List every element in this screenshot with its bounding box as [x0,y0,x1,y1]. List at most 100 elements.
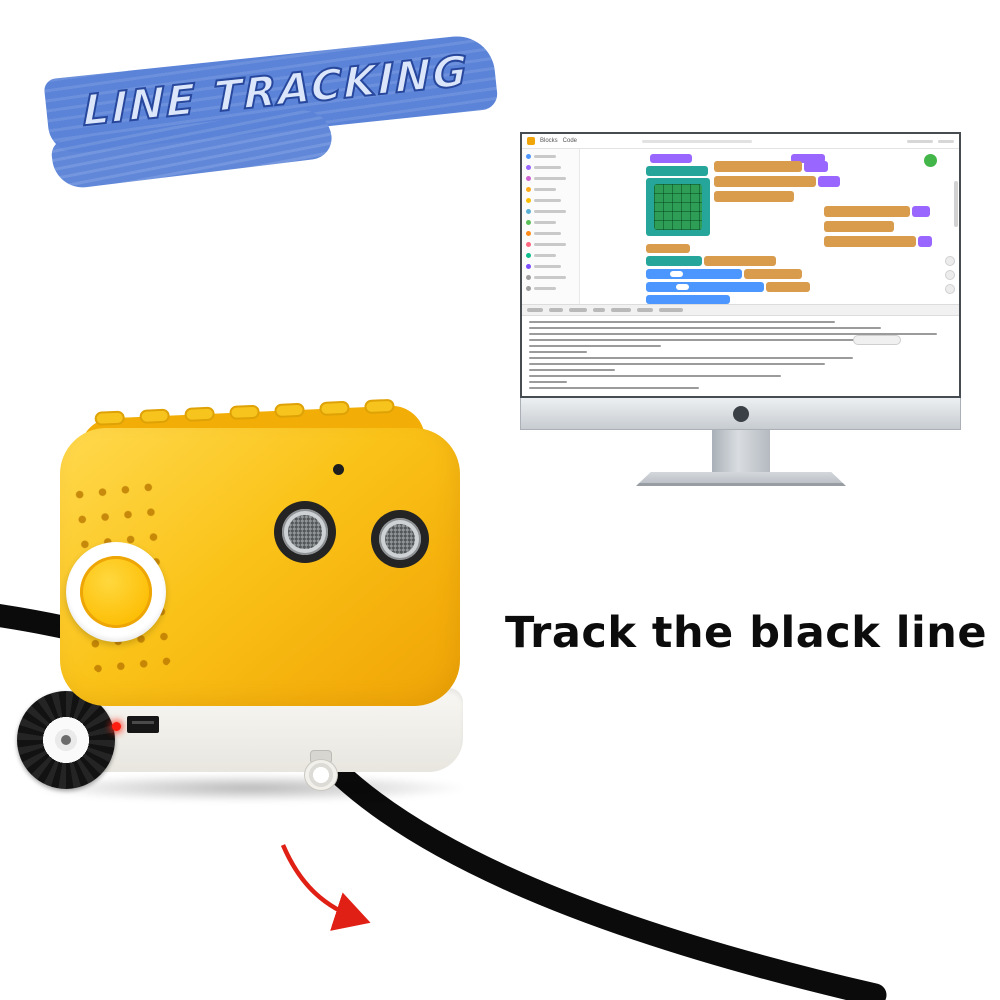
console-tab[interactable] [659,308,683,312]
lid-stud [319,400,350,417]
console-tabs[interactable] [522,305,959,316]
console-tab[interactable] [593,308,605,312]
category-label [534,254,556,257]
code-block [646,282,764,292]
category-label [534,221,556,224]
console-tab[interactable] [569,308,587,312]
code-block [766,282,810,292]
code-block [646,269,742,279]
eye-ring [378,517,422,561]
robot-caster-wheel [297,750,345,794]
category-icon [526,231,531,236]
lid-stud [94,410,125,426]
code-block [646,295,730,304]
category-label [534,166,561,169]
robot-led [112,722,121,731]
eye-mesh [288,515,322,549]
code-block [804,161,828,172]
category-icon [526,198,531,203]
sidebar-category[interactable] [522,173,579,184]
code-block [646,256,702,266]
console-log-line [529,351,587,353]
console-log-line [529,363,825,365]
sidebar-category[interactable] [522,151,579,162]
console-log-line [529,387,699,389]
topbar-button[interactable] [938,139,954,143]
sidebar-category[interactable] [522,228,579,239]
eye-ring [282,509,328,555]
code-block [676,284,689,290]
sidebar-category[interactable] [522,206,579,217]
zoom-buttons[interactable] [945,256,955,294]
category-icon [526,264,531,269]
tab-blocks[interactable]: Blocks [540,138,558,144]
console-log-line [529,339,897,341]
category-icon [526,176,531,181]
console-log-line [529,369,615,371]
robot-port [127,716,159,733]
red-arrow [280,844,371,931]
code-block [714,191,794,202]
code-block [646,244,690,253]
monitor: Blocks Code [520,132,965,492]
code-block [918,236,932,247]
code-block [818,176,840,187]
category-icon [526,187,531,192]
code-block [744,269,802,279]
code-block [824,206,910,217]
lid-stud [184,406,215,422]
ide-sidebar[interactable] [522,149,580,304]
console-tab[interactable] [611,308,631,312]
lid-stud [364,398,395,415]
category-icon [526,154,531,159]
category-icon [526,275,531,280]
category-label [534,287,556,290]
robot-side-button [66,542,166,642]
sidebar-category[interactable] [522,217,579,228]
tab-code[interactable]: Code [562,138,578,144]
topbar-button[interactable] [907,139,933,143]
sidebar-category[interactable] [522,261,579,272]
canvas-scrollbar[interactable] [954,181,958,227]
ide-topbar: Blocks Code [522,134,959,149]
lid-stud [139,408,170,424]
monitor-stand-neck [712,430,770,472]
console-pill-button[interactable] [853,335,901,345]
robot-wheel [17,691,115,789]
banner: LINE TRACKING [40,32,515,195]
category-label [534,243,566,246]
blocks-icon [527,137,535,145]
ultrasonic-eye-right [371,510,429,568]
camera-dot [732,405,749,422]
sidebar-category[interactable] [522,184,579,195]
code-block [714,176,816,187]
category-icon [526,209,531,214]
sidebar-category[interactable] [522,195,579,206]
console-tab[interactable] [527,308,543,312]
ide-canvas[interactable] [580,149,959,304]
category-label [534,155,556,158]
robot-side-button-center [80,556,152,628]
caption-text: Track the black line [505,608,988,658]
run-button[interactable] [924,154,937,167]
sidebar-category[interactable] [522,283,579,294]
category-label [534,276,566,279]
sidebar-category[interactable] [522,239,579,250]
console-tab[interactable] [549,308,563,312]
console-log-line [529,375,781,377]
ide-console [522,304,959,396]
monitor-screen: Blocks Code [520,132,961,398]
category-label [534,265,561,268]
lid-stud [229,404,260,420]
robot-shadow [30,774,470,802]
sidebar-category[interactable] [522,272,579,283]
category-label [534,210,566,213]
code-block [714,161,802,172]
code-block [791,154,825,163]
console-tab[interactable] [637,308,653,312]
sidebar-category[interactable] [522,250,579,261]
console-log-line [529,381,567,383]
project-title-bar [642,139,753,143]
category-label [534,188,556,191]
sidebar-category[interactable] [522,162,579,173]
